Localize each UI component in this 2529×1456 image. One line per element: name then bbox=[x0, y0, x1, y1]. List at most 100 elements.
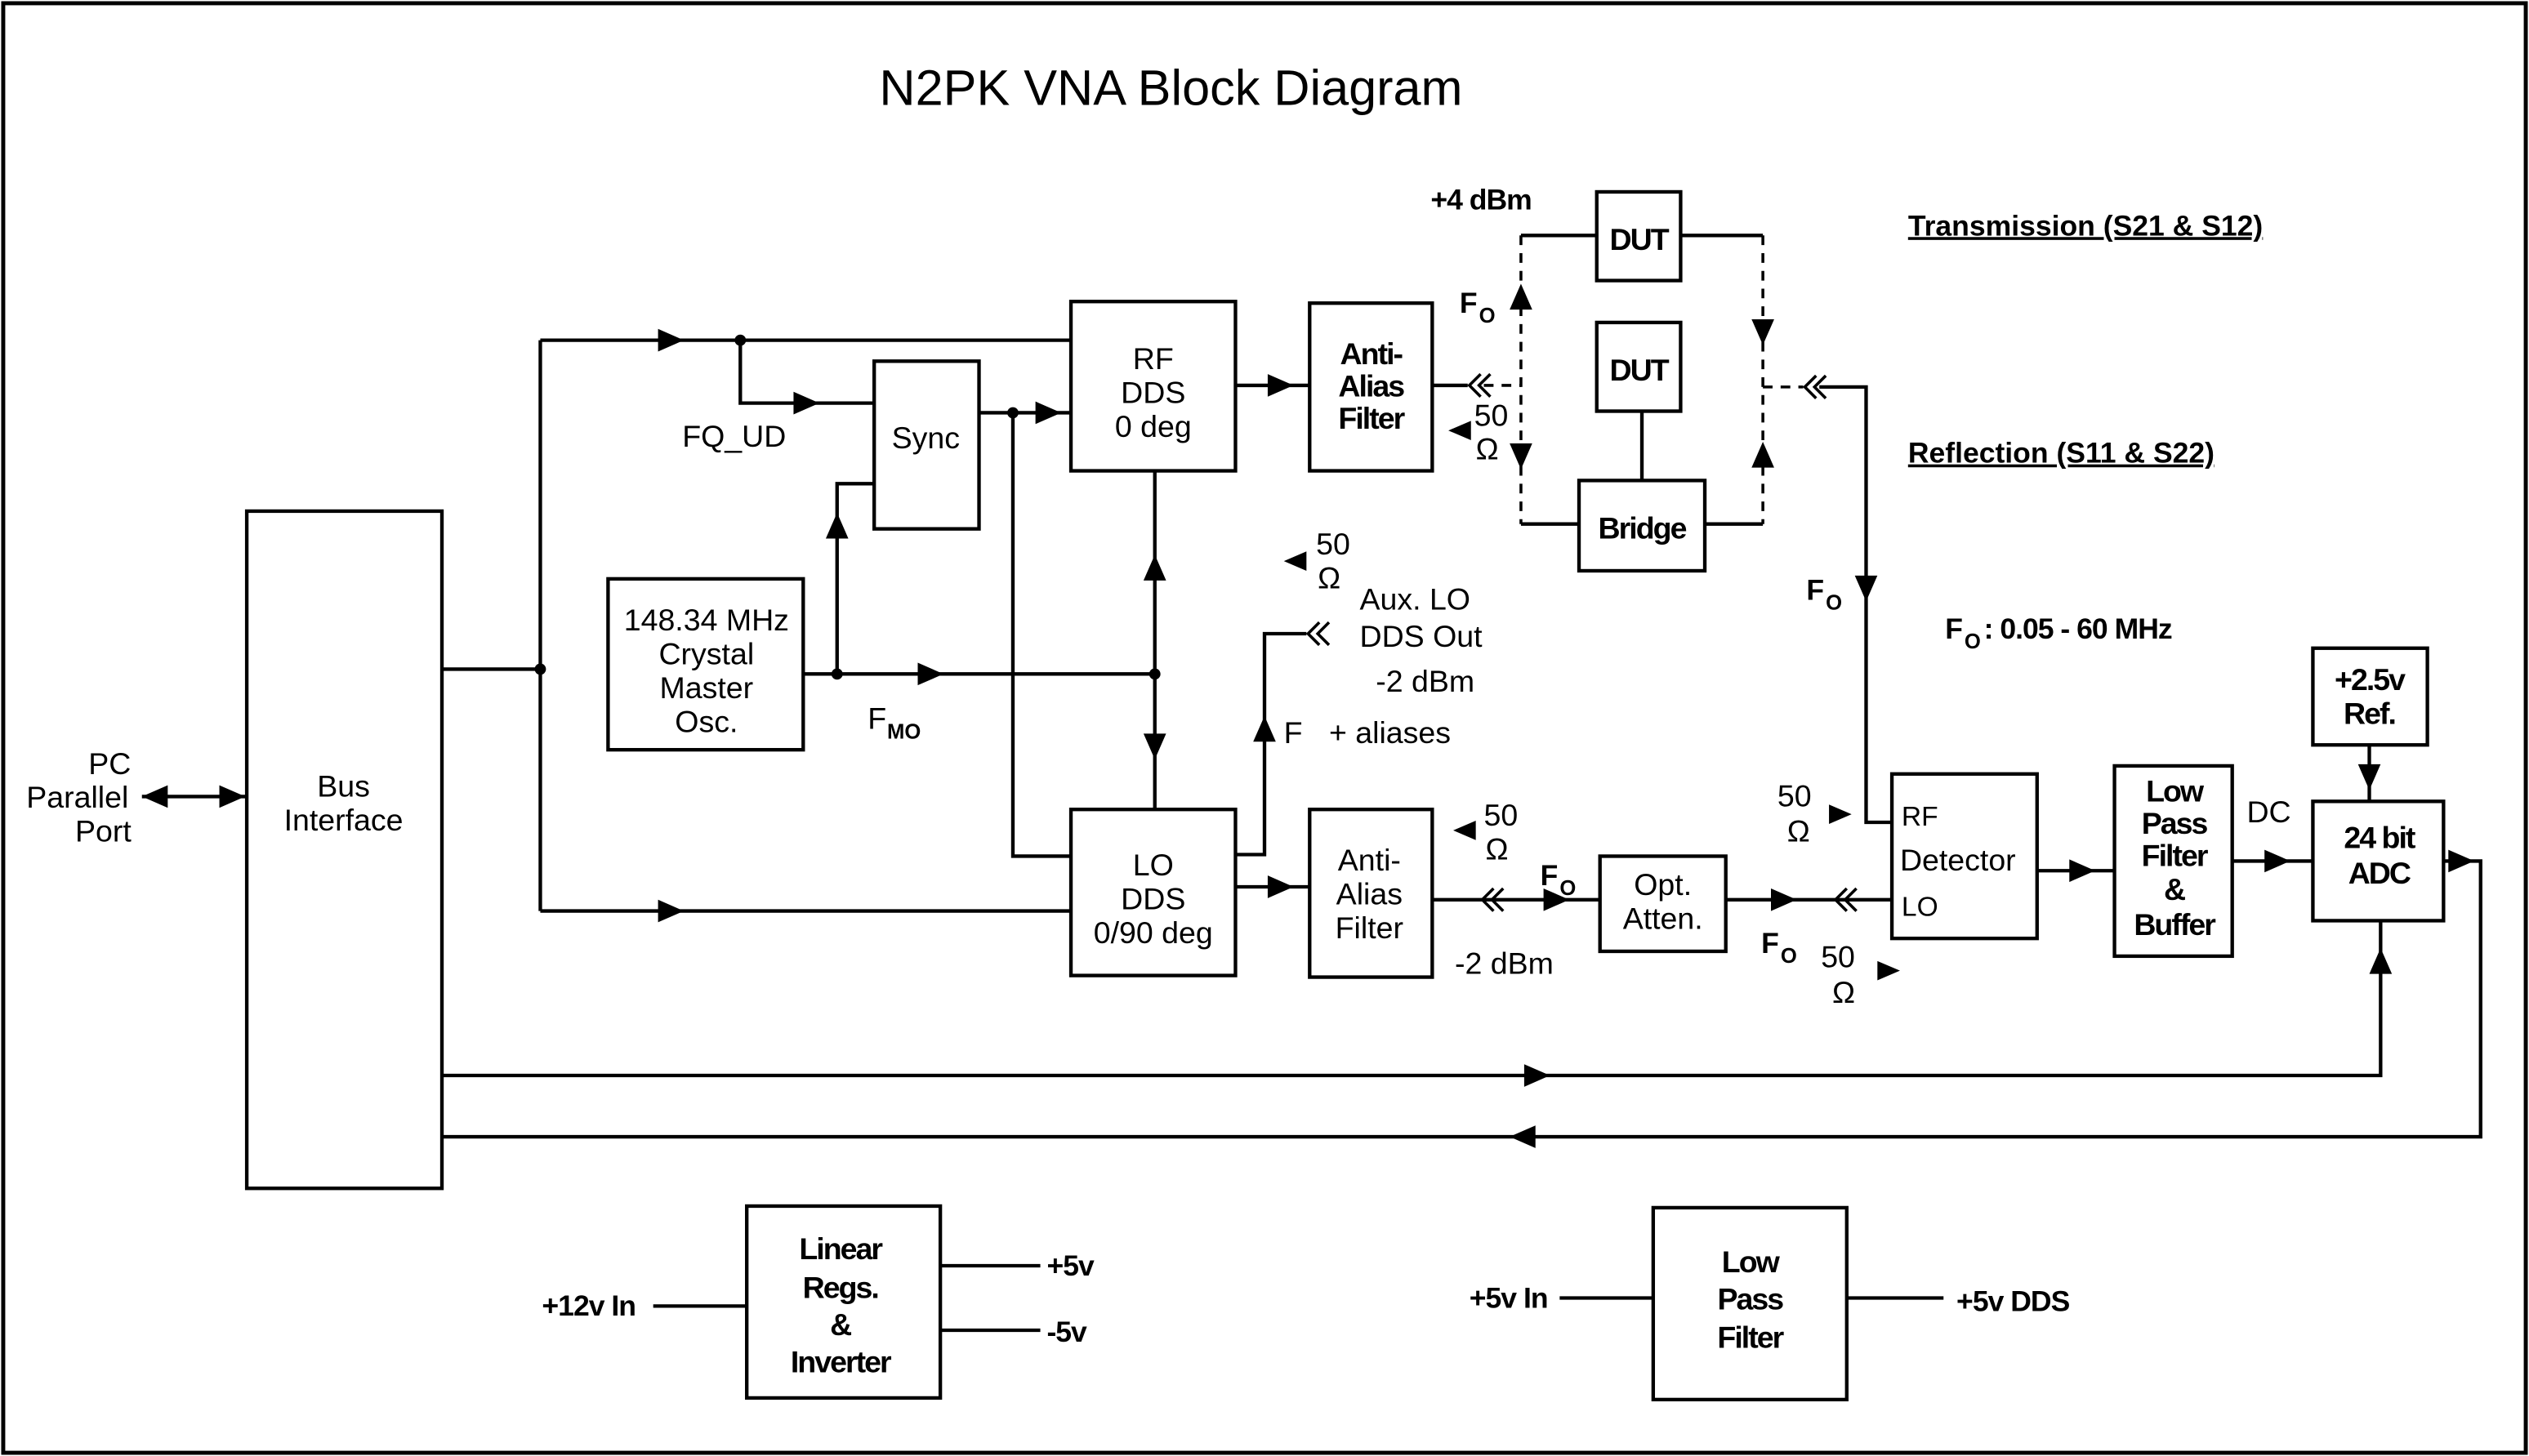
ohm-label-detector-rf: 50 Ω bbox=[1777, 778, 1812, 848]
svg-text:: 0.05 - 60 MHz: : 0.05 - 60 MHz bbox=[1984, 612, 2172, 645]
transmission-label: Transmission (S21 & S12) bbox=[1908, 209, 2263, 242]
svg-text:Alias: Alias bbox=[1338, 369, 1404, 403]
plus5v-dds-label: +5v DDS bbox=[1956, 1285, 2070, 1317]
lpf-buffer-block: Low Pass Filter & Buffer bbox=[2112, 764, 2234, 959]
linear-regulators-block: Linear Regs. & Inverter bbox=[745, 1204, 943, 1400]
svg-text:0/90 deg: 0/90 deg bbox=[1094, 915, 1213, 950]
svg-text:Interface: Interface bbox=[284, 803, 404, 837]
svg-text:Ω: Ω bbox=[1476, 432, 1499, 466]
opt-atten-block: Opt. Atten. bbox=[1598, 854, 1728, 954]
svg-text:Opt.: Opt. bbox=[1634, 867, 1692, 902]
fq-ud-label: FQ_UD bbox=[682, 419, 786, 453]
svg-text:-2 dBm: -2 dBm bbox=[1376, 664, 1474, 698]
rf-anti-alias-filter-block: Anti- Alias Filter bbox=[1308, 301, 1434, 473]
svg-text:O: O bbox=[1826, 591, 1842, 614]
arrowheads bbox=[141, 283, 2474, 1148]
svg-text:DUT: DUT bbox=[1610, 353, 1670, 387]
svg-text:Inverter: Inverter bbox=[791, 1344, 892, 1378]
svg-text:Filter: Filter bbox=[1336, 911, 1403, 945]
svg-text:Master: Master bbox=[660, 670, 754, 705]
svg-text:RF: RF bbox=[1133, 341, 1174, 376]
svg-text:O: O bbox=[1559, 877, 1576, 900]
svg-text:24 bit: 24 bit bbox=[2344, 821, 2416, 855]
adc-block: 24 bit ADC bbox=[2311, 799, 2446, 923]
svg-text:+ aliases: + aliases bbox=[1329, 715, 1451, 750]
svg-text:DDS: DDS bbox=[1121, 376, 1185, 410]
connector-chevrons bbox=[1305, 372, 1858, 912]
svg-text:Filter: Filter bbox=[1338, 401, 1405, 435]
minus5v-label: -5v bbox=[1046, 1316, 1087, 1348]
svg-text:Pass: Pass bbox=[1717, 1281, 1783, 1316]
svg-text:Low: Low bbox=[1722, 1245, 1781, 1279]
svg-text:DUT: DUT bbox=[1610, 222, 1670, 256]
svg-text:Sync: Sync bbox=[892, 421, 960, 455]
svg-text:Crystal: Crystal bbox=[658, 637, 754, 671]
svg-text:ADC: ADC bbox=[2348, 856, 2411, 890]
plus12v-in-label: +12v In bbox=[542, 1289, 636, 1322]
svg-text:LO: LO bbox=[1133, 848, 1174, 882]
svg-text:148.34 MHz: 148.34 MHz bbox=[624, 603, 789, 637]
dut-reflection-block: DUT bbox=[1595, 320, 1683, 413]
svg-text:F: F bbox=[1761, 927, 1778, 960]
svg-text:0 deg: 0 deg bbox=[1115, 409, 1192, 443]
plus5v-in-label: +5v In bbox=[1470, 1281, 1548, 1314]
svg-text:F: F bbox=[1541, 859, 1558, 892]
ohm-label-detector-lo: 50 Ω bbox=[1821, 940, 1855, 1009]
svg-text:Atten.: Atten. bbox=[1623, 901, 1703, 935]
dc-label: DC bbox=[2246, 795, 2290, 829]
svg-text:Alias: Alias bbox=[1336, 877, 1403, 911]
voltage-reference-block: +2.5v Ref. bbox=[2311, 646, 2429, 747]
svg-text:Regs.: Regs. bbox=[803, 1270, 878, 1304]
bus-interface-block: Bus Interface bbox=[244, 509, 444, 1191]
detector-block: RF Detector LO bbox=[1889, 772, 2039, 941]
svg-text:Parallel: Parallel bbox=[26, 780, 128, 814]
svg-text:50: 50 bbox=[1484, 798, 1519, 832]
svg-text:Bridge: Bridge bbox=[1599, 510, 1687, 545]
dds-supply-lpf-block: Low Pass Filter bbox=[1651, 1205, 1849, 1402]
svg-text:50: 50 bbox=[1316, 527, 1350, 561]
fo-aliases-label: F + aliases bbox=[1284, 715, 1451, 750]
svg-text:F: F bbox=[1460, 287, 1477, 319]
svg-text:DDS Out: DDS Out bbox=[1359, 619, 1483, 653]
fo-label-lo-path: F O bbox=[1541, 859, 1577, 900]
svg-text:50: 50 bbox=[1821, 940, 1855, 974]
svg-text:Aux. LO: Aux. LO bbox=[1359, 581, 1470, 616]
svg-text:F: F bbox=[1284, 715, 1303, 750]
svg-text:LO: LO bbox=[1902, 893, 1938, 923]
svg-text:O: O bbox=[1965, 630, 1981, 653]
plus5v-label: +5v bbox=[1046, 1249, 1095, 1282]
svg-text:&: & bbox=[2164, 872, 2185, 906]
ohm-label-rf-filter: 50 Ω bbox=[1474, 398, 1509, 465]
junction-dots bbox=[534, 334, 1161, 680]
fmo-label: F MO bbox=[868, 701, 921, 743]
svg-text:50: 50 bbox=[1777, 778, 1812, 813]
minus2dbm-label: -2 dBm bbox=[1455, 946, 1554, 981]
svg-text:Linear: Linear bbox=[799, 1231, 883, 1266]
svg-text:Ω: Ω bbox=[1787, 814, 1810, 848]
lo-anti-alias-filter-block: Anti- Alias Filter bbox=[1308, 808, 1434, 979]
svg-text:Ω: Ω bbox=[1832, 975, 1855, 1009]
svg-text:O: O bbox=[1781, 945, 1797, 968]
plus4dbm-label: +4 dBm bbox=[1430, 184, 1531, 216]
svg-text:F: F bbox=[1945, 612, 1962, 645]
svg-text:PC: PC bbox=[88, 746, 131, 781]
svg-text:DDS: DDS bbox=[1121, 882, 1185, 916]
svg-text:Osc.: Osc. bbox=[675, 704, 738, 738]
svg-text:Pass: Pass bbox=[2142, 806, 2208, 840]
dut-transmission-block: DUT bbox=[1595, 189, 1683, 283]
rf-dds-block: RF DDS 0 deg bbox=[1068, 300, 1238, 473]
svg-text:Filter: Filter bbox=[1717, 1320, 1784, 1355]
svg-text:Anti-: Anti- bbox=[1340, 336, 1403, 371]
svg-text:O: O bbox=[1479, 305, 1496, 327]
svg-text:Low: Low bbox=[2146, 773, 2205, 808]
svg-text:RF: RF bbox=[1902, 802, 1938, 832]
ohm-label-lo-filter: 50 Ω bbox=[1484, 798, 1519, 866]
fo-label-detector-lo: F O bbox=[1761, 927, 1797, 968]
svg-text:Bus: Bus bbox=[317, 768, 370, 803]
svg-text:50: 50 bbox=[1474, 398, 1509, 432]
crystal-oscillator-block: 148.34 MHz Crystal Master Osc. bbox=[606, 577, 805, 752]
lo-dds-block: LO DDS 0/90 deg bbox=[1068, 808, 1238, 977]
reflection-label: Reflection (S11 & S22) bbox=[1908, 437, 2215, 470]
svg-text:Ref.: Ref. bbox=[2344, 697, 2395, 731]
